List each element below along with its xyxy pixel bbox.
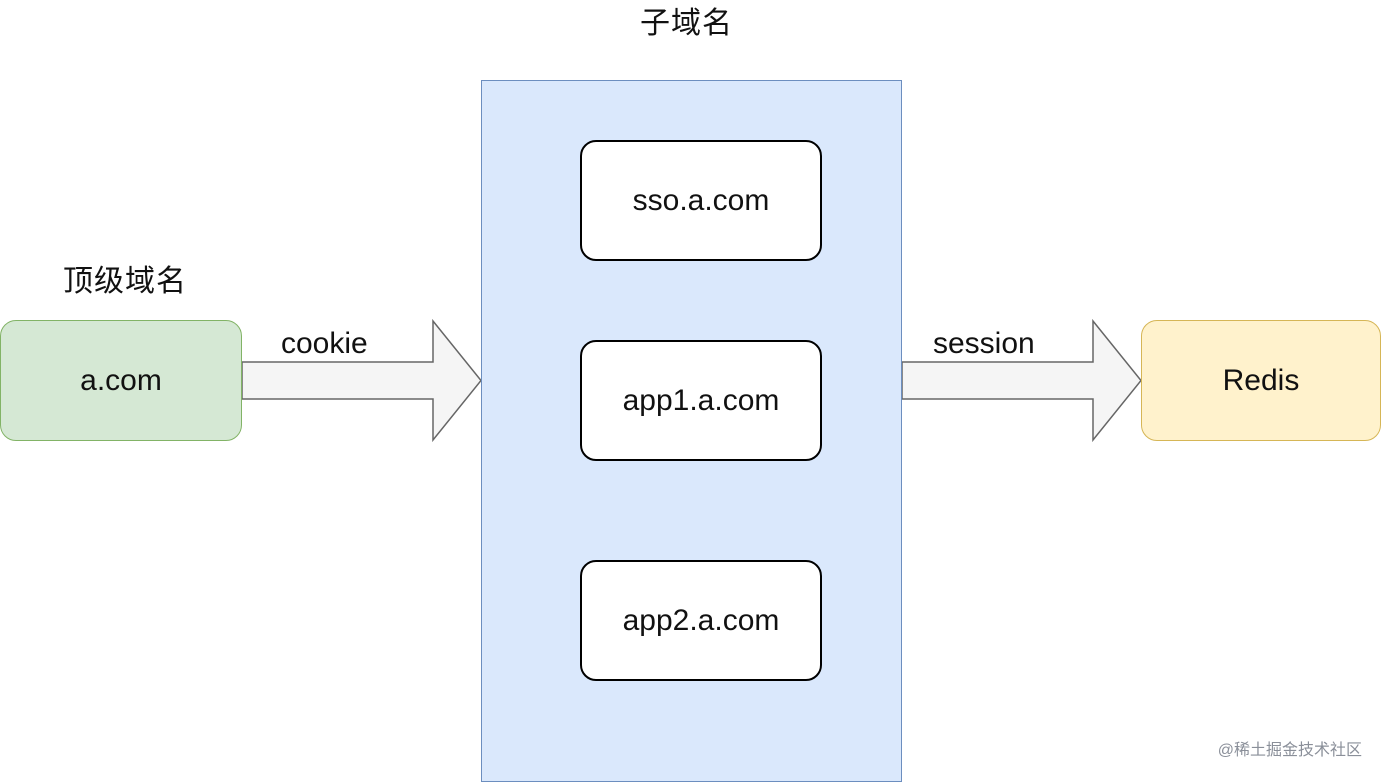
redis-node-label: Redis	[1222, 363, 1300, 397]
redis-node: Redis	[1141, 320, 1381, 441]
sso-node: sso.a.com	[580, 140, 822, 261]
session-arrow	[901, 318, 1142, 443]
watermark: @稀土掘金技术社区	[1217, 742, 1362, 759]
app1-node: app1.a.com	[580, 340, 822, 461]
subdomain-heading: 子域名	[640, 7, 733, 40]
app2-node-label: app2.a.com	[622, 603, 780, 637]
cookie-label: cookie	[281, 327, 368, 360]
session-label: session	[933, 327, 1035, 360]
top-level-domain-heading: 顶级域名	[63, 265, 187, 298]
cookie-arrow	[241, 318, 482, 443]
app1-node-label: app1.a.com	[622, 383, 780, 417]
app2-node: app2.a.com	[580, 560, 822, 681]
sso-node-label: sso.a.com	[632, 183, 770, 217]
top-domain-node-label: a.com	[80, 363, 162, 397]
top-domain-node: a.com	[0, 320, 242, 441]
